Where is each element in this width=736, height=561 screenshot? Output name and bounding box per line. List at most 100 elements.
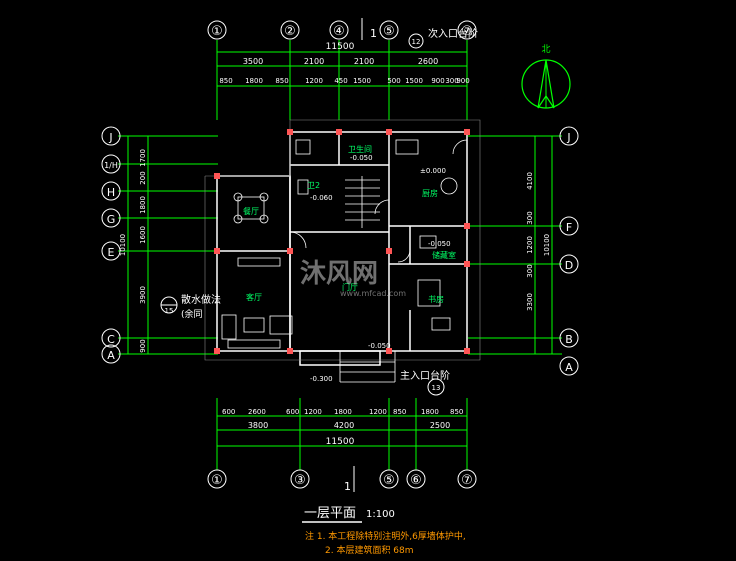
note-1: 注 1. 本工程除特别注明外,6厚墙体护中, [305, 530, 466, 542]
bottom-axis-5: ⑤ [383, 473, 395, 488]
right-dim-total: 10100 [543, 234, 551, 256]
top-dim2-7: 500 [387, 77, 400, 85]
top-total-dim: 11500 [326, 42, 355, 52]
right-axis-D: D [565, 259, 573, 272]
plan-scale: 1:100 [366, 509, 395, 520]
left-dim-total: 10100 [119, 234, 127, 256]
bottom-dim-8: 1800 [421, 408, 439, 416]
left-dim-5: 3900 [139, 286, 147, 304]
bottom-dim2-1: 3800 [248, 421, 268, 430]
detail-sub: (余同 [181, 308, 203, 320]
bottom-dim-7: 850 [393, 408, 406, 416]
note-2: 2. 本层建筑面积 68m [325, 544, 414, 556]
left-axis-C: C [107, 333, 115, 346]
top-axis-1: ① [211, 24, 223, 39]
watermark-url: www.mfcad.com [340, 289, 406, 298]
main-entrance-callout: 主入口台阶 13 [400, 369, 450, 396]
bottom-dimensions [216, 398, 468, 470]
bottom-axis-3: ③ [294, 473, 306, 488]
bottom-dim-2: 2600 [248, 408, 266, 416]
elev-1: -0.050 [350, 154, 373, 162]
room-hall: 门厅 [342, 282, 358, 292]
top-dim2-5: 450 [334, 77, 347, 85]
plan-title: 一层平面 1:100 [302, 506, 395, 523]
bottom-dim-3: 600 [286, 408, 299, 416]
room-kitchen: 厨房 [422, 188, 438, 198]
section-mark-top: 1 [370, 27, 377, 40]
room-dining: 餐厅 [243, 207, 259, 216]
right-axis-A: A [565, 361, 573, 374]
right-axis-F: F [566, 221, 572, 234]
room-living: 客厅 [246, 292, 262, 302]
top-dims-total: 11500 [326, 42, 355, 52]
room-toilet: 卫2 [307, 181, 320, 190]
section-mark-bottom: 1 [344, 480, 351, 493]
bottom-axis-1: ① [211, 473, 223, 488]
main-entrance-label: 主入口台阶 [400, 369, 450, 382]
bottom-dim-1: 600 [222, 408, 235, 416]
secondary-entrance-callout: 12 次入口台阶 [408, 27, 478, 49]
bottom-dim2-2: 4200 [334, 421, 354, 430]
bottom-axis-6: ⑥ [410, 473, 422, 488]
right-axis-B: B [565, 333, 573, 346]
left-axis-G: G [107, 213, 116, 226]
top-dim-4: 2600 [418, 57, 438, 66]
top-dim2-6: 1500 [353, 77, 371, 85]
top-dimensions [216, 40, 468, 120]
doors [289, 139, 468, 263]
top-axis-markers: ① ② ④ ⑤ ⑦ [207, 20, 477, 40]
secondary-entrance-ref: 12 [412, 38, 421, 46]
main-entrance-ref: 13 [432, 384, 441, 392]
bottom-axis-7: ⑦ [461, 473, 473, 488]
right-dim-3: 1200 [526, 236, 534, 254]
top-dim2-4: 1200 [305, 77, 323, 85]
bottom-dims-row1: 600 2600 600 1200 1800 1200 850 1800 850 [222, 408, 463, 416]
left-dim-1: 1700 [139, 149, 147, 167]
right-dim-5: 3300 [526, 293, 534, 311]
left-dim-3: 1800 [139, 196, 147, 214]
bottom-dim-9: 850 [450, 408, 463, 416]
room-study: 书房 [428, 294, 444, 304]
main-entrance-steps [339, 351, 396, 383]
left-axis-markers: J 1/H H G E C A [101, 126, 121, 364]
elev-2: ±0.000 [420, 167, 446, 175]
top-axis-4: ④ [333, 24, 345, 39]
right-axis-J: J [566, 131, 570, 144]
detail-ref: 15 [165, 307, 174, 315]
dining-table [233, 192, 269, 224]
structural-columns [214, 129, 470, 354]
detail-label: 散水做法 [181, 293, 221, 306]
right-axis-markers: J F D B A [559, 126, 579, 376]
top-dim2-1: 850 [219, 77, 232, 85]
bottom-total-dim: 11500 [326, 437, 355, 447]
left-axis-H: H [107, 186, 115, 199]
right-dim-2: 300 [526, 211, 534, 224]
bottom-dims-row2: 3800 4200 2500 [248, 421, 450, 430]
left-dim-2: 200 [139, 171, 147, 184]
left-axis-1H: 1/H [104, 161, 118, 170]
top-dim2-3: 850 [275, 77, 288, 85]
right-dim-texts: 4100 300 1200 300 3300 10100 [526, 172, 551, 311]
top-dim2-11: 900 [456, 77, 469, 85]
staircase [345, 176, 380, 228]
right-dim-4: 300 [526, 264, 534, 277]
top-dim-1: 3500 [243, 57, 263, 66]
bottom-dim2-3: 2500 [430, 421, 450, 430]
detail-callout: 15 散水做法 (余同 [160, 293, 221, 320]
bottom-dim-5: 1800 [334, 408, 352, 416]
fixtures [295, 139, 458, 331]
right-dim-1: 4100 [526, 172, 534, 190]
north-label: 北 [541, 44, 550, 55]
top-dim2-2: 1800 [245, 77, 263, 85]
left-dim-6: 900 [139, 339, 147, 352]
top-dim2-9: 900 [431, 77, 444, 85]
left-dim-texts: 1700 200 1800 1600 3900 900 10100 [119, 149, 147, 353]
left-dimensions [118, 135, 218, 355]
bottom-dim-4: 1200 [304, 408, 322, 416]
elev-4: -0.050 [428, 240, 451, 248]
room-bathroom: 卫生间 [348, 144, 372, 154]
right-dimensions [468, 135, 562, 355]
top-axis-2: ② [284, 24, 296, 39]
watermark: 沐风网 www.mfcad.com [300, 259, 406, 298]
